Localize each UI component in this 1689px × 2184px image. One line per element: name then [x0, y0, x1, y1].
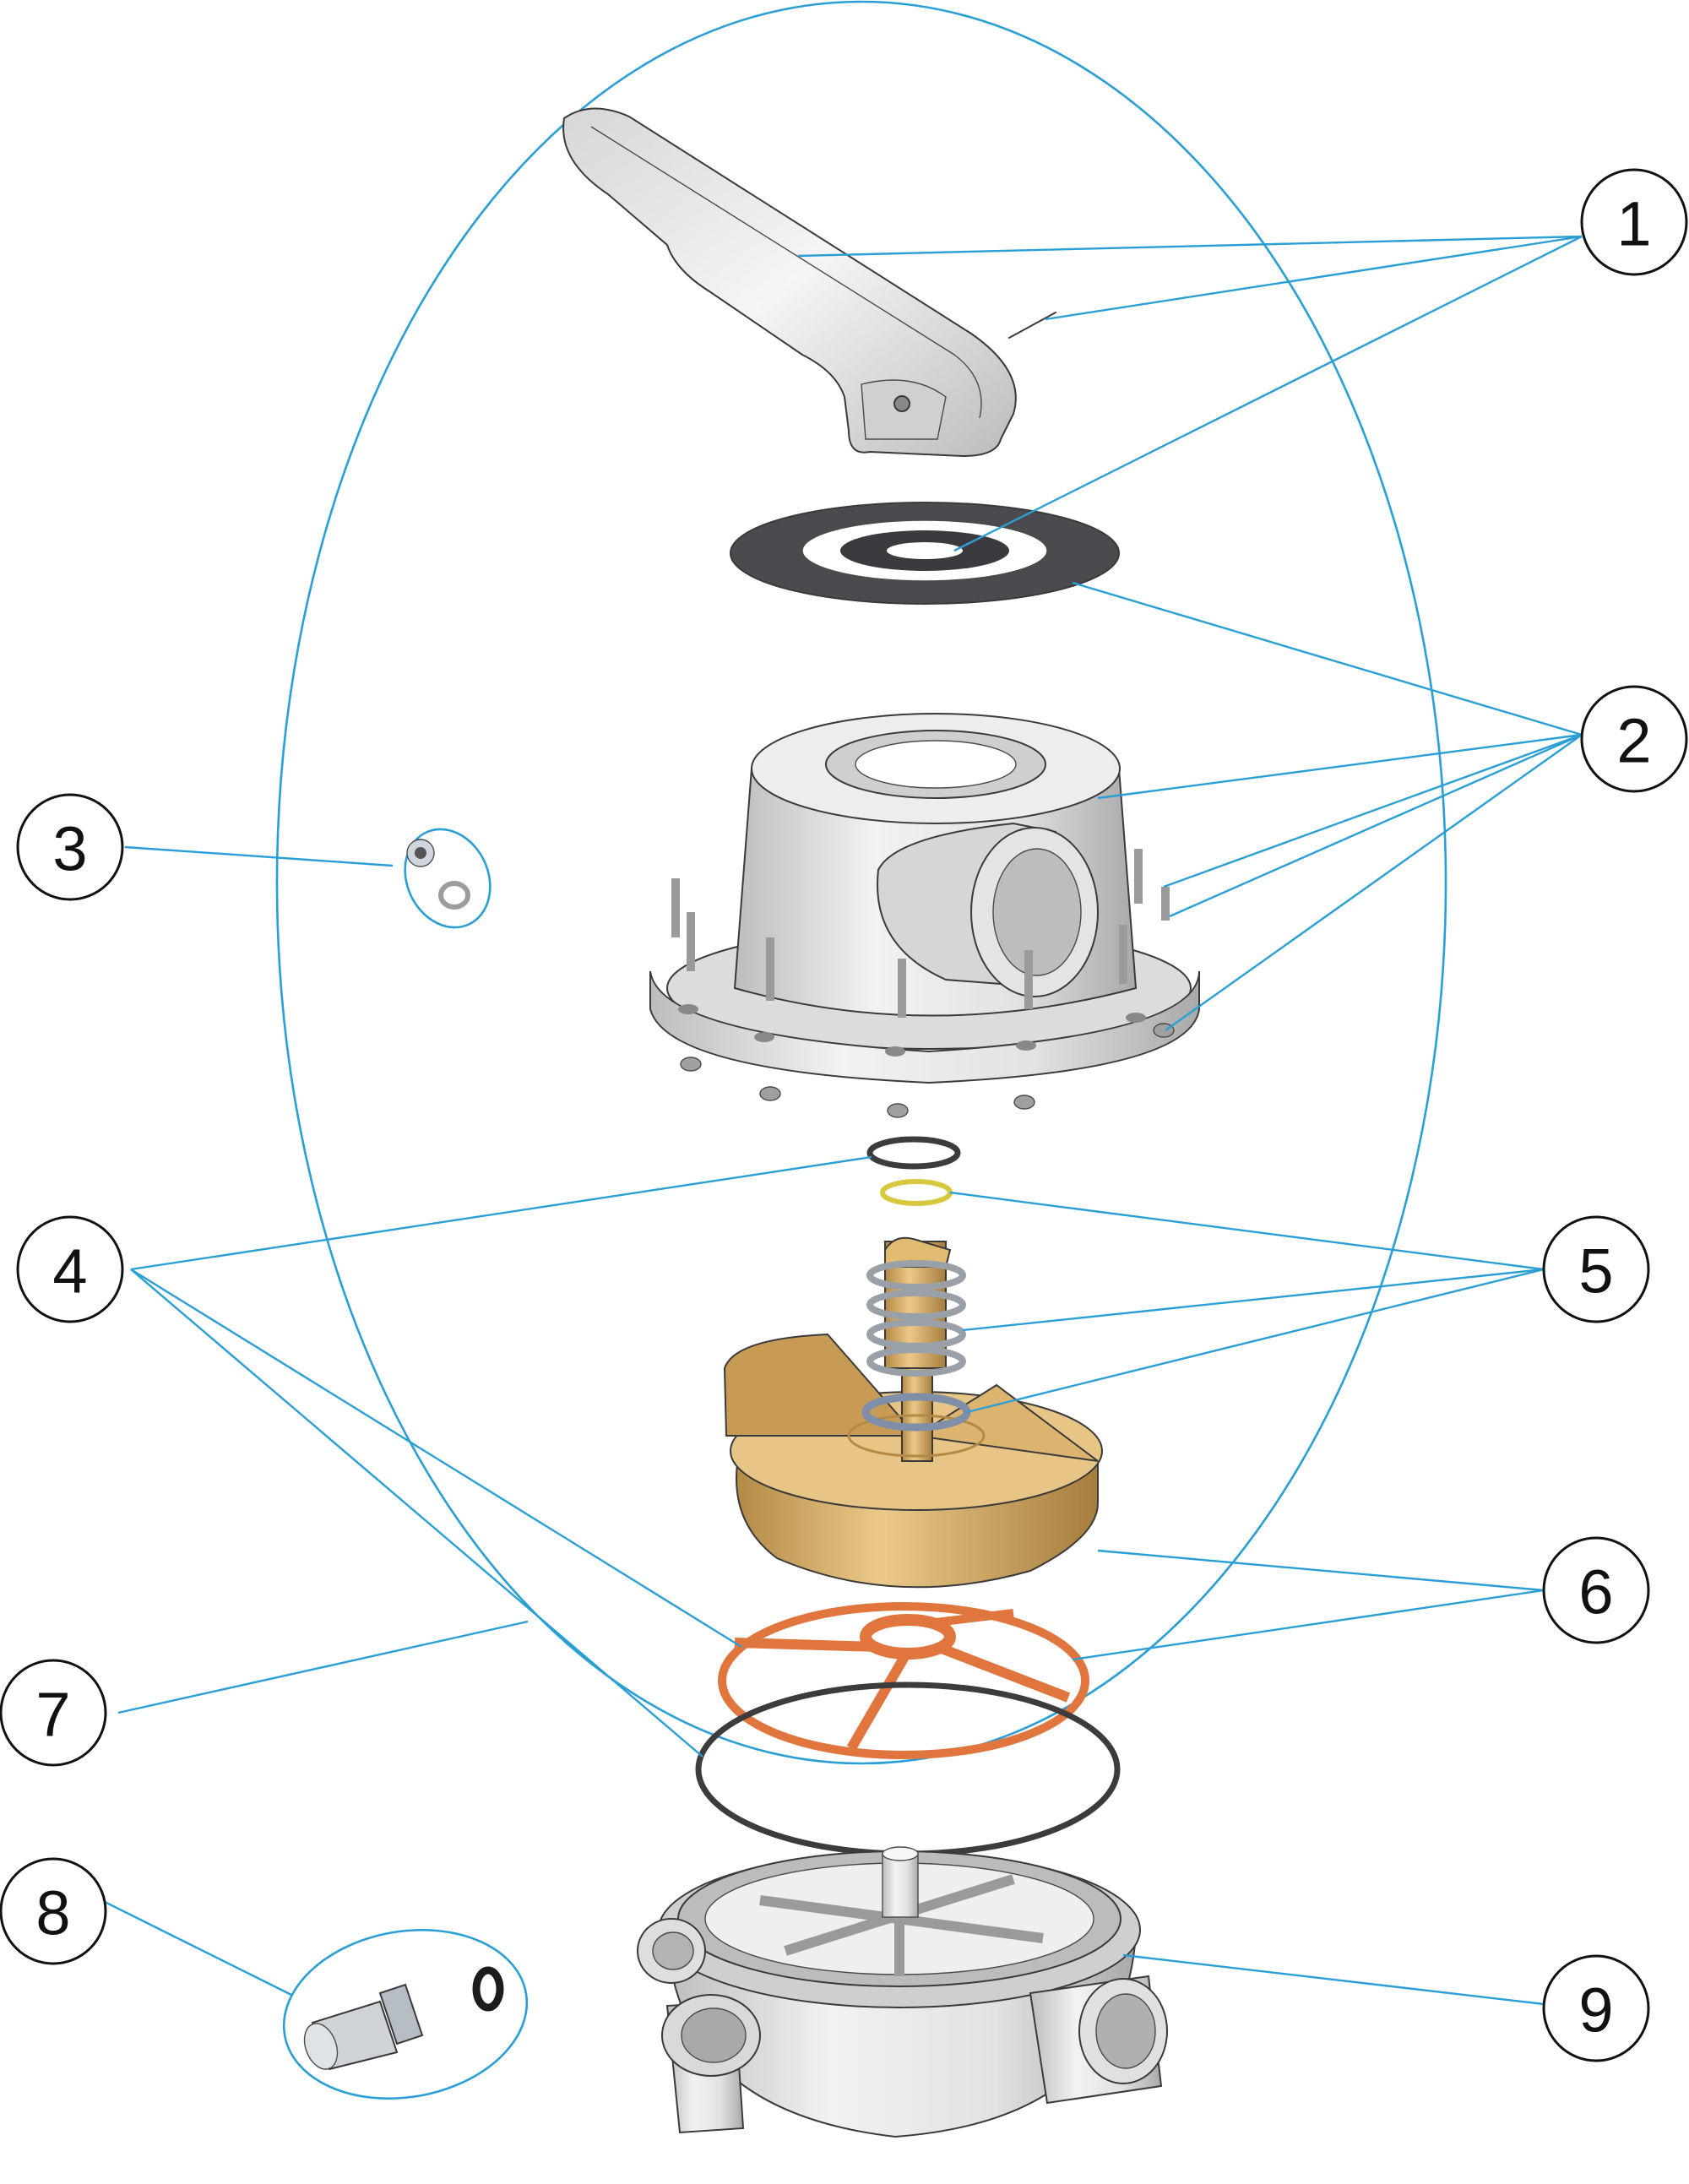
valve-cover-body	[649, 713, 1200, 1084]
callout-label: 2	[1616, 706, 1651, 776]
callout-label: 9	[1578, 1975, 1613, 2045]
callout-6: 6	[1542, 1536, 1650, 1644]
callout-label: 7	[35, 1680, 70, 1750]
drain-plug-kit	[282, 1928, 529, 2100]
callout-3: 3	[16, 793, 124, 901]
callout-label: 5	[1578, 1236, 1613, 1307]
callout-label: 6	[1578, 1557, 1613, 1627]
valve-base-body	[637, 1846, 1168, 2138]
yellow-ring	[880, 1179, 953, 1206]
callout-1: 1	[1580, 168, 1688, 276]
selector-cover-gasket	[730, 502, 1120, 605]
callout-label: 1	[1616, 189, 1651, 259]
rotor-shaft-spring	[861, 1236, 971, 1432]
air-release-fitting	[404, 828, 491, 929]
handle-part	[562, 107, 1017, 458]
callout-7: 7	[0, 1659, 107, 1767]
callout-9: 9	[1542, 1954, 1650, 2062]
callout-5: 5	[1542, 1215, 1650, 1323]
cover-nuts	[680, 1023, 1175, 1118]
callout-label: 3	[52, 814, 87, 884]
star-gasket	[718, 1602, 1089, 1759]
callout-2: 2	[1580, 685, 1688, 793]
leader-lines	[92, 235, 1583, 2006]
cover-bolts	[671, 849, 1170, 1018]
callout-label: 4	[52, 1236, 87, 1307]
callout-label: 8	[35, 1878, 70, 1948]
handle-pin	[1008, 312, 1056, 339]
callout-4: 4	[16, 1215, 124, 1323]
large-o-ring	[695, 1681, 1121, 1857]
assembly-group-outline	[275, 0, 1447, 1765]
callout-8: 8	[0, 1857, 107, 1965]
shaft-o-ring	[866, 1136, 961, 1170]
